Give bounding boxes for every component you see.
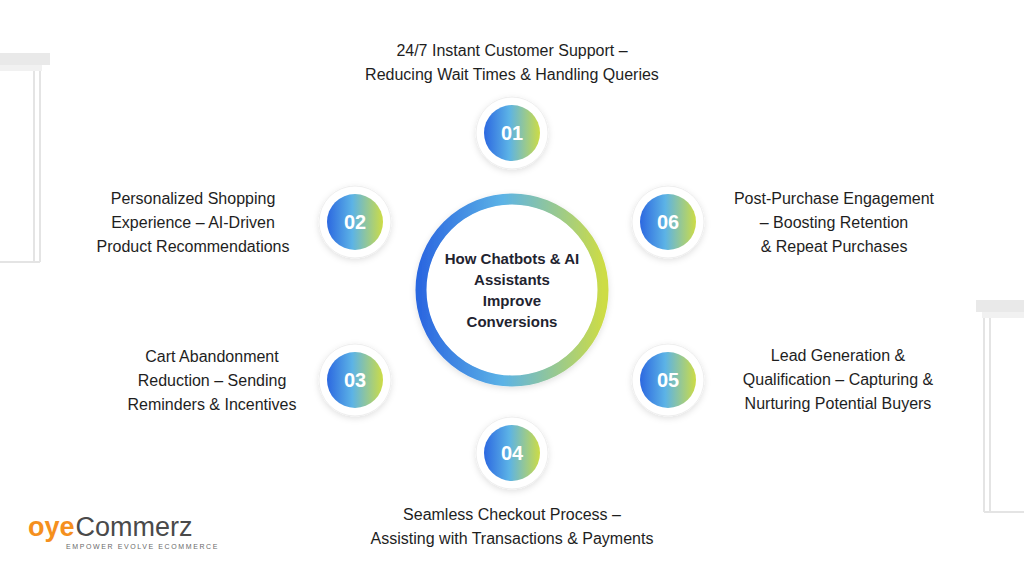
step-description: Lead Generation & Qualification – Captur… (726, 344, 951, 416)
window-blind-right (976, 300, 1024, 512)
step-description: Cart Abandonment Reduction – Sending Rem… (112, 345, 312, 417)
step-number: 05 (657, 370, 679, 390)
hub-title: How Chatbots & AI Assistants Improve Con… (444, 248, 580, 332)
hub-circle: How Chatbots & AI Assistants Improve Con… (415, 193, 609, 387)
brand-tagline: EMPOWER EVOLVE ECOMMERCE (66, 543, 219, 550)
step-number: 02 (344, 212, 366, 232)
step-number: 04 (501, 443, 523, 463)
step-circle: 03Cart Abandonment Reduction – Sending R… (317, 342, 393, 418)
step-circle: 02Personalized Shopping Experience – AI-… (317, 184, 393, 260)
step-circle: 04Seamless Checkout Process – Assisting … (474, 415, 550, 491)
brand-logo: Commerz (76, 512, 193, 543)
step-circle: 06Post-Purchase Engagement – Boosting Re… (630, 184, 706, 260)
window-blind-left (0, 53, 50, 262)
step-description: Seamless Checkout Process – Assisting wi… (347, 503, 677, 551)
step-circle: 0124/7 Instant Customer Support – Reduci… (474, 95, 550, 171)
hub-ring (415, 193, 609, 387)
step-description: 24/7 Instant Customer Support – Reducing… (347, 39, 677, 87)
step-number: 06 (657, 212, 679, 232)
step-description: Personalized Shopping Experience – AI-Dr… (81, 187, 306, 259)
step-description: Post-Purchase Engagement – Boosting Rete… (722, 187, 947, 259)
step-number: 01 (501, 123, 523, 143)
brand-logo: oye (28, 512, 75, 543)
step-circle: 05Lead Generation & Qualification – Capt… (630, 342, 706, 418)
step-number: 03 (344, 370, 366, 390)
